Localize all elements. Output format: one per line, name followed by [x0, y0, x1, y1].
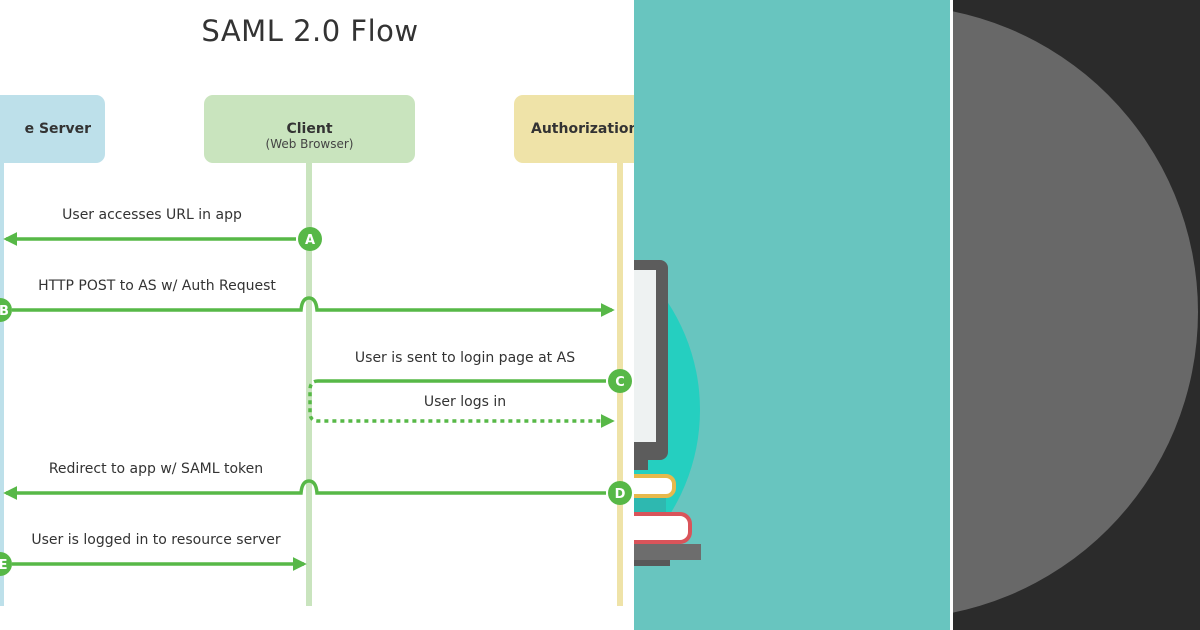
flow-lines: A B C D E — [0, 163, 632, 606]
step-e-marker-letter: E — [0, 558, 7, 573]
step-b-marker — [0, 298, 12, 322]
resource-server-label: e Server — [24, 121, 91, 137]
client-node: Client (Web Browser) — [204, 95, 415, 163]
step-d-label: Redirect to app w/ SAML token — [48, 461, 264, 477]
authorization-server-node: Authorization S — [514, 95, 634, 163]
dark-panel — [953, 0, 1200, 630]
resource-server-lifeline — [0, 163, 4, 606]
step-d-marker-letter: D — [615, 487, 626, 502]
step-c-login-label: User logs in — [423, 394, 507, 410]
gray-circle — [953, 11, 1198, 613]
monitor-icon — [634, 260, 668, 470]
authorization-server-label: Authorization S — [531, 121, 634, 137]
step-c-marker — [608, 369, 632, 393]
books-icon — [634, 474, 701, 566]
step-b-marker-letter: B — [0, 304, 9, 319]
client-sublabel: (Web Browser) — [265, 137, 354, 151]
diagram-title: SAML 2.0 Flow — [201, 14, 419, 48]
resource-server-node: e Server — [0, 95, 105, 163]
step-a-marker — [298, 227, 322, 251]
step-d-arrow — [3, 479, 606, 500]
step-c-label: User is sent to login page at AS — [354, 350, 576, 366]
step-b-arrow — [12, 296, 615, 317]
dark-panel-art — [953, 11, 1198, 613]
step-a-label: User accesses URL in app — [62, 207, 242, 223]
illustration-panel — [634, 0, 950, 630]
step-e-marker — [0, 552, 12, 576]
step-e-label: User is logged in to resource server — [31, 532, 281, 548]
client-label: Client — [286, 121, 333, 137]
panel-divider — [950, 0, 953, 630]
saml-diagram-panel: SAML 2.0 Flow e Server Client (Web Brows… — [0, 14, 634, 606]
illustration-art — [634, 260, 701, 566]
step-d-marker — [608, 481, 632, 505]
client-lifeline — [306, 163, 312, 606]
step-b-label: HTTP POST to AS w/ Auth Request — [38, 278, 276, 294]
step-c-marker-letter: C — [615, 375, 625, 390]
step-a-marker-letter: A — [305, 233, 315, 248]
